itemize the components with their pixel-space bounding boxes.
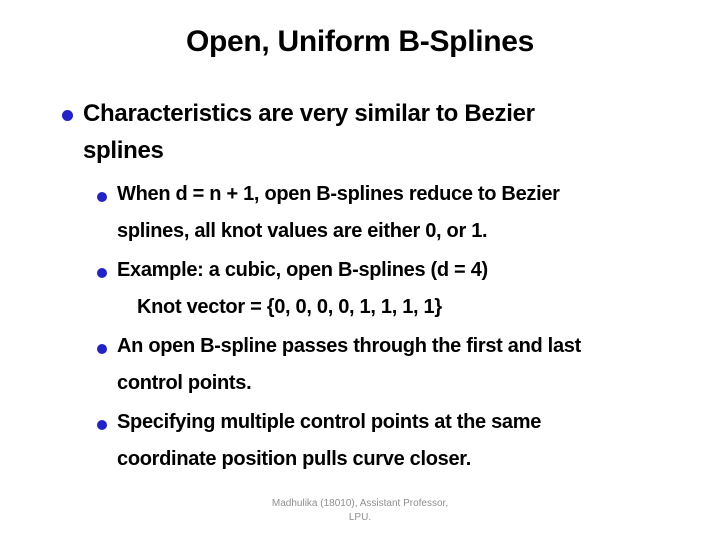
knot-vector-line: Knot vector = {0, 0, 0, 0, 1, 1, 1, 1}	[137, 296, 442, 318]
slide-title: Open, Uniform B-Splines	[185, 25, 535, 58]
bullet-item-example: Example: a cubic, open B-splines (d = 4)…	[97, 252, 707, 326]
sub-bullet-line: coordinate position pulls curve closer.	[117, 448, 471, 470]
sub-bullet-line: control points.	[117, 372, 252, 394]
main-bullet-line: splines	[83, 137, 164, 164]
bullet-item-when-d: When d = n + 1, open B-splines reduce to…	[97, 176, 707, 250]
footer-line: LPU.	[348, 512, 372, 523]
sub-bullet-line: An open B-spline passes through the firs…	[117, 335, 581, 357]
bullet-item-open-bspline: An open B-spline passes through the firs…	[97, 328, 707, 402]
bullet-icon	[97, 420, 107, 430]
bullet-icon	[62, 110, 73, 121]
bullet-item-main: Characteristics are very similar to Bezi…	[62, 95, 683, 169]
bullet-icon	[97, 344, 107, 354]
main-bullet-line: Characteristics are very similar to Bezi…	[83, 100, 535, 127]
sub-bullet-line: Example: a cubic, open B-splines (d = 4)	[117, 259, 488, 281]
sub-bullet-line: splines, all knot values are either 0, o…	[117, 220, 488, 242]
bullet-item-specifying: Specifying multiple control points at th…	[97, 404, 707, 478]
footer-credit: Madhulika (18010), Assistant Professor, …	[0, 497, 720, 525]
footer-line: Madhulika (18010), Assistant Professor,	[271, 498, 449, 509]
bullet-icon	[97, 192, 107, 202]
bullet-icon	[97, 268, 107, 278]
sub-bullet-line: When d = n + 1, open B-splines reduce to…	[117, 183, 560, 205]
sub-bullet-list: When d = n + 1, open B-splines reduce to…	[97, 176, 707, 480]
sub-bullet-line: Specifying multiple control points at th…	[117, 411, 542, 433]
